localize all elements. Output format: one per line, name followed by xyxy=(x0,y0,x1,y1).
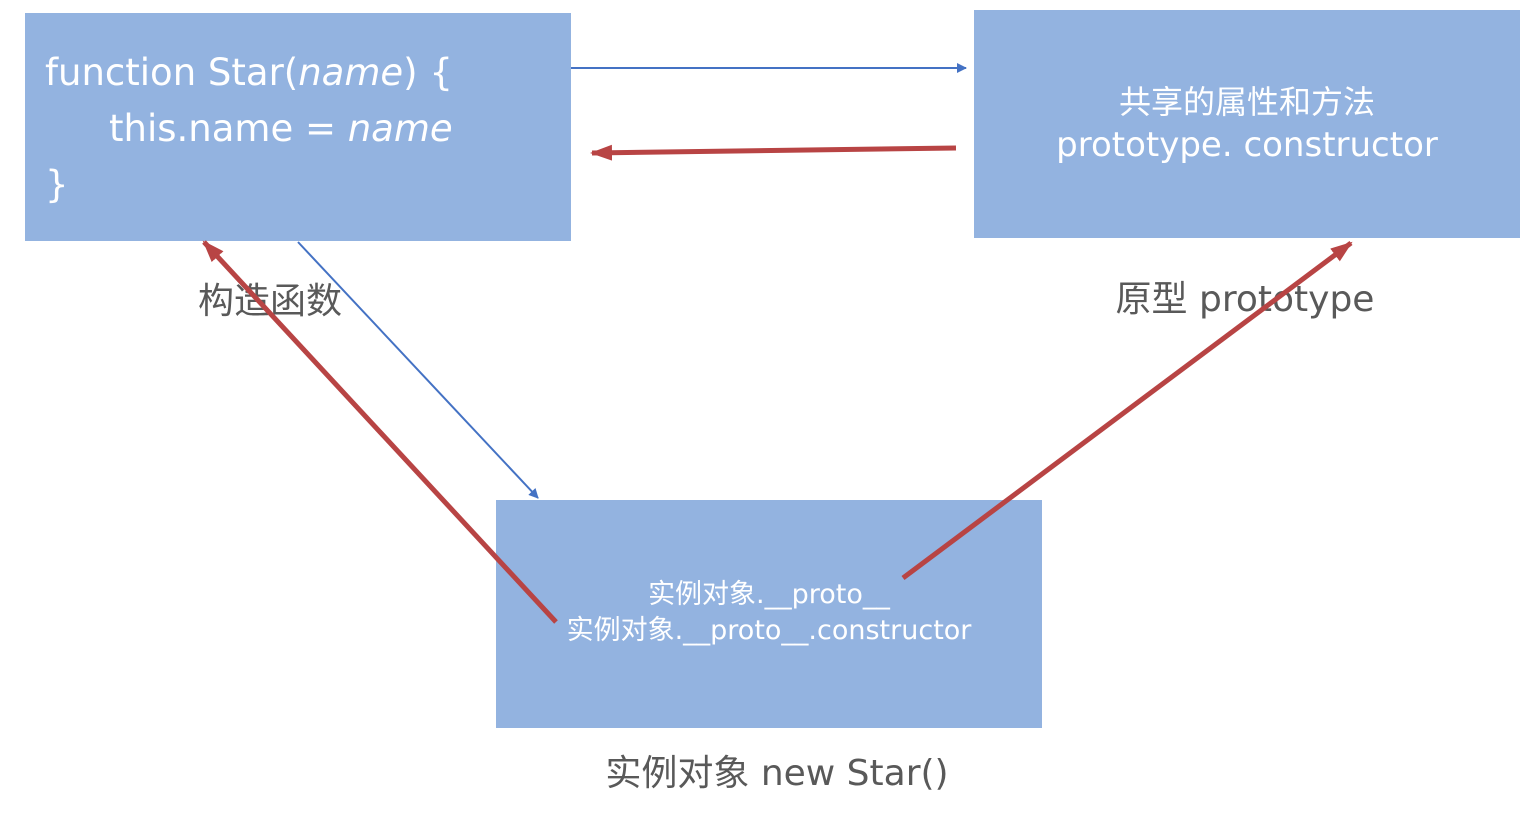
instance-box: 实例对象.__proto__ 实例对象.__proto__.constructo… xyxy=(496,500,1042,728)
code-function-suffix: ) { xyxy=(403,51,453,94)
code-assignment-value: name xyxy=(347,107,453,150)
code-assignment-prefix: this.name = xyxy=(109,107,348,150)
prototype-constructor-label: prototype. constructor xyxy=(1056,125,1438,165)
caption-instance: 实例对象 new Star() xyxy=(605,753,949,794)
code-line-closing-brace: } xyxy=(45,163,69,206)
prototype-shared-label: 共享的属性和方法 xyxy=(1118,83,1375,121)
instance-proto-constructor-label: 实例对象.__proto__.constructor xyxy=(566,615,972,646)
constructor-box: function Star(name) { this.name = name } xyxy=(25,13,571,241)
caption-prototype: 原型 prototype xyxy=(1115,279,1375,320)
code-param-name: name xyxy=(298,51,404,94)
code-function-prefix: function Star( xyxy=(45,51,299,94)
code-line-assignment: this.name = name xyxy=(109,107,453,151)
prototype-box: 共享的属性和方法 prototype. constructor xyxy=(974,10,1520,238)
caption-constructor: 构造函数 xyxy=(197,281,342,322)
instance-proto-label: 实例对象.__proto__ xyxy=(648,579,890,610)
code-line-function-signature: function Star(name) { xyxy=(45,51,453,95)
arrow-prototype-to-constructor xyxy=(590,144,957,161)
